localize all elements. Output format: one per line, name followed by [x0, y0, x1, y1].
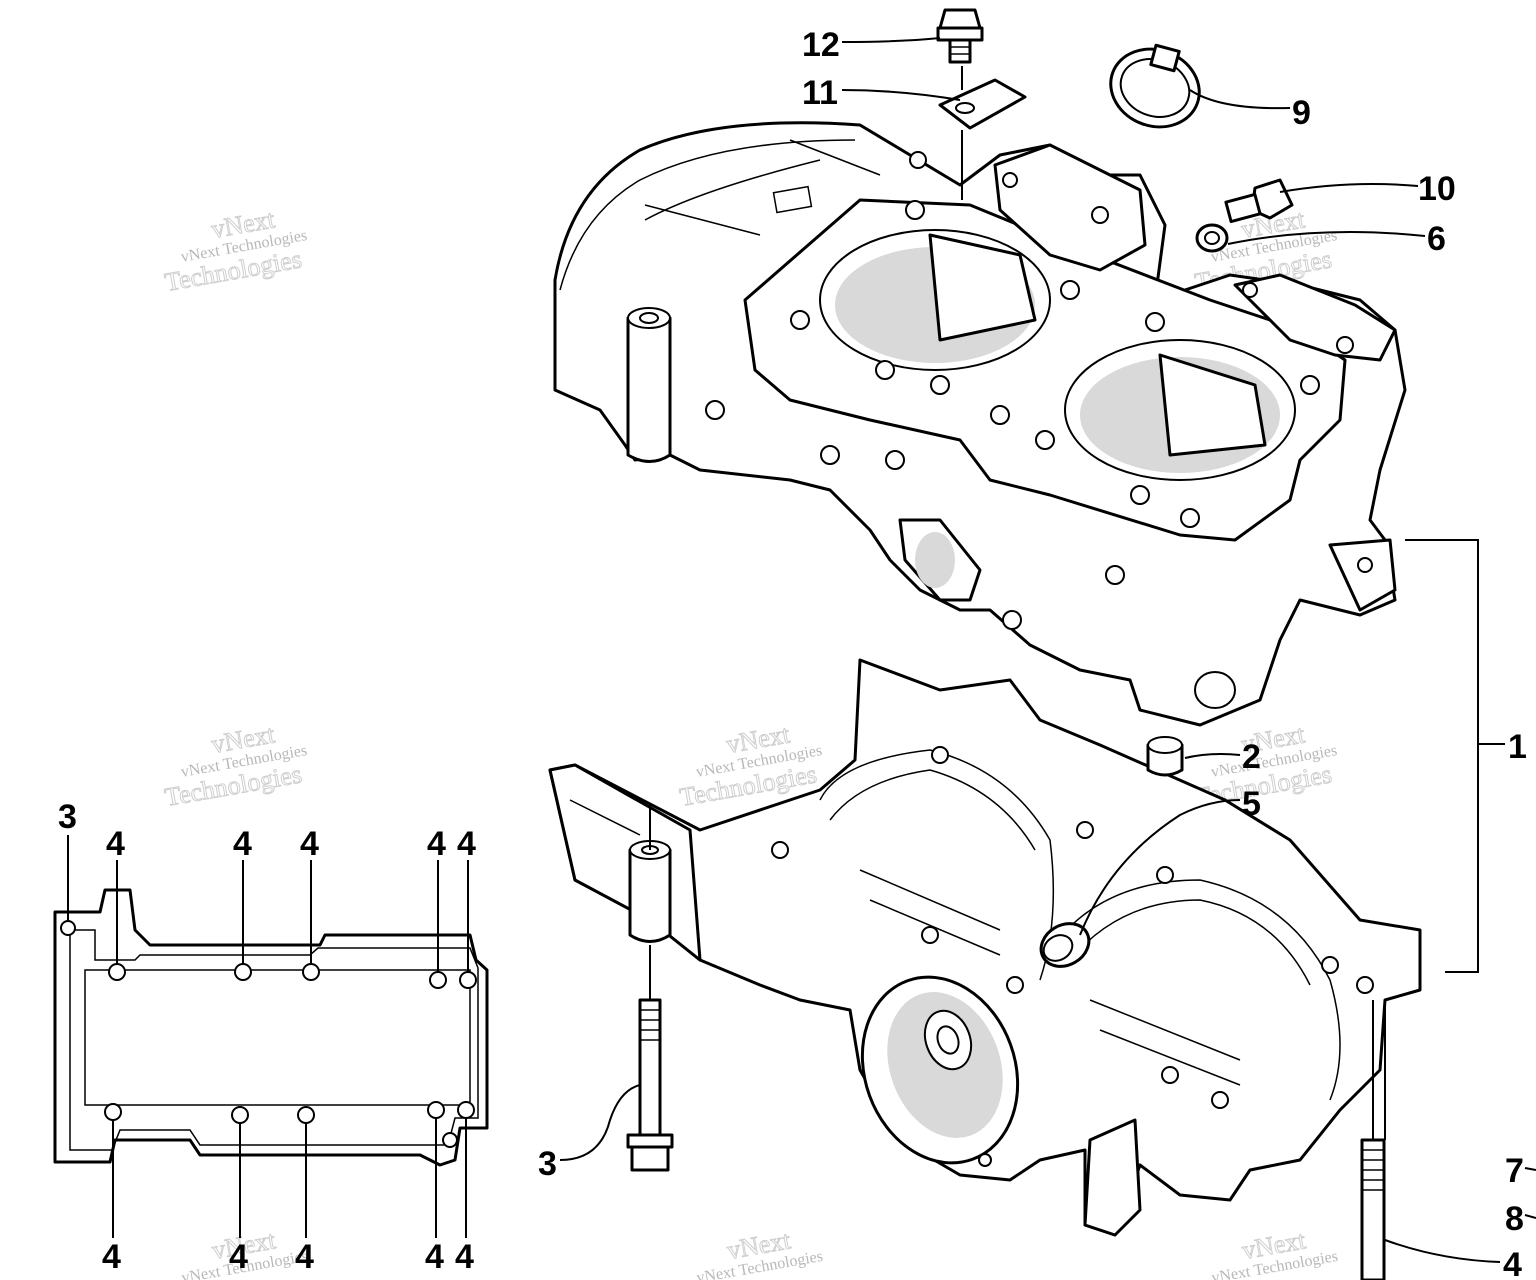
callout-4-inset: 4 [455, 1238, 474, 1276]
callout-5: 5 [1242, 785, 1261, 823]
watermark: vNext vNext Technologies Technologies [162, 719, 308, 813]
deck-bolt-holes [705, 151, 1320, 630]
upper-crankcase [553, 121, 1407, 727]
lower-crankcase [548, 658, 1422, 1237]
part-10-bolt [1224, 178, 1294, 224]
callout-4-inset: 4 [300, 825, 319, 863]
watermark: vNext vNext Technologies Technologies [162, 204, 308, 298]
part-11-plate [938, 66, 1027, 200]
callout-4-inset: 4 [106, 825, 125, 863]
part-5-bushing [1039, 922, 1091, 968]
part-9-clamp [1109, 43, 1201, 129]
part-2-dowel [1146, 736, 1184, 777]
bolt-pattern-inset [53, 835, 489, 1238]
callout-1: 1 [1508, 728, 1527, 766]
callout-4-inset: 4 [233, 825, 252, 863]
watermark: vNext vNext Technologies [695, 1225, 824, 1280]
callout-leaders [559, 37, 1536, 1263]
watermark: vNext vNext Technologies [1210, 1225, 1339, 1280]
callout-3-main: 3 [538, 1145, 557, 1183]
part-12-bolt [936, 8, 984, 64]
callout-4-inset: 4 [425, 1238, 444, 1276]
callout-6: 6 [1427, 220, 1446, 258]
callout-4-inset: 4 [229, 1238, 248, 1276]
callout-10: 10 [1418, 170, 1456, 208]
part-3-bolt [626, 805, 674, 1172]
callout-4-inset: 4 [102, 1238, 121, 1276]
callout-2: 2 [1242, 738, 1261, 776]
callout-11: 11 [802, 74, 838, 112]
callout-12: 12 [802, 26, 840, 64]
callout-4-inset: 4 [457, 825, 476, 863]
part-6-washer [1195, 223, 1229, 253]
callout-7: 7 [1505, 1152, 1524, 1190]
callout-labels: 12 11 9 10 6 1 2 5 3 7 8 4 3 4 4 4 4 4 4… [58, 26, 1527, 1280]
callout-8: 8 [1505, 1200, 1524, 1238]
part-4-stud [1360, 1000, 1386, 1280]
callout-4-stud: 4 [1503, 1246, 1522, 1280]
callout-4-inset: 4 [427, 825, 446, 863]
callout-4-inset: 4 [295, 1238, 314, 1276]
callout-3-inset: 3 [58, 798, 77, 836]
callout-9: 9 [1292, 94, 1311, 132]
